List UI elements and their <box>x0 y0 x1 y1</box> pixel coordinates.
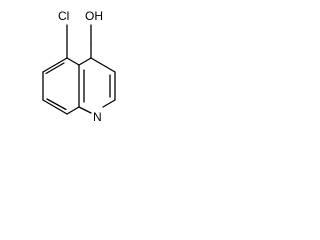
nitrogen-label: N <box>93 110 102 124</box>
chlorine-label: Cl <box>58 9 69 23</box>
bond-c4-c3 <box>90 57 116 73</box>
pyridine-ring <box>78 43 116 114</box>
hydroxyl-label: OH <box>85 9 103 23</box>
bond-c4a-c5 <box>66 57 80 66</box>
bond-n1-c8a <box>78 106 92 114</box>
bond-c2-n1 <box>102 99 116 108</box>
substituent-bonds <box>66 24 92 59</box>
bond-c7-c8-double <box>46 98 67 111</box>
bond-c4a-c4 <box>78 57 92 66</box>
bond-c5-c6-double <box>45 62 65 75</box>
bond-c7-c8 <box>42 99 68 115</box>
bond-c5-c6 <box>42 57 68 73</box>
bond-c8-c8a <box>66 106 80 115</box>
benzene-ring <box>42 57 85 115</box>
molecule-structure: Cl OH N <box>42 9 116 124</box>
